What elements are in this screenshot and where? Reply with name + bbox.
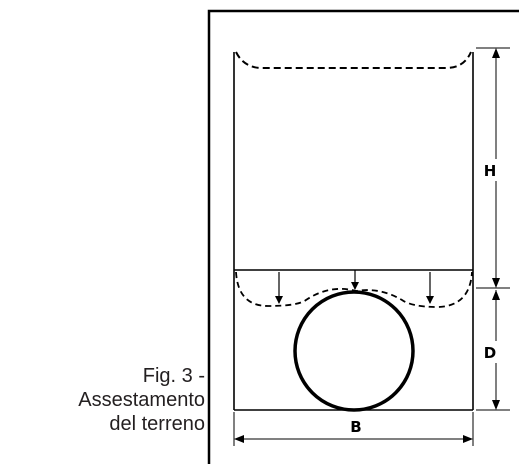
dimension-d-arrow-bottom: [492, 400, 500, 410]
dimension-h-arrow-bottom: [492, 278, 500, 288]
top-settlement-curve: [235, 51, 472, 69]
pipe-circle: [293, 290, 415, 412]
dimension-h-arrow-top: [492, 48, 500, 58]
lower-settlement-curve: [235, 271, 473, 308]
dimension-b-label: B: [350, 418, 361, 436]
dimension-b-arrow-left: [234, 435, 244, 443]
dimension-d-arrow-top: [492, 290, 500, 300]
dimension-h-label: H: [484, 162, 497, 180]
dimension-b-arrow-right: [463, 435, 473, 443]
dimension-d-label: D: [484, 344, 496, 362]
figure-caption: Fig. 3 - Assestamento del terreno: [5, 364, 205, 436]
caption-line-2: Assestamento: [78, 389, 205, 411]
figure-frame: [207, 9, 519, 464]
caption-line-1: Fig. 3 -: [142, 365, 205, 387]
caption-line-3: del terreno: [109, 413, 205, 435]
